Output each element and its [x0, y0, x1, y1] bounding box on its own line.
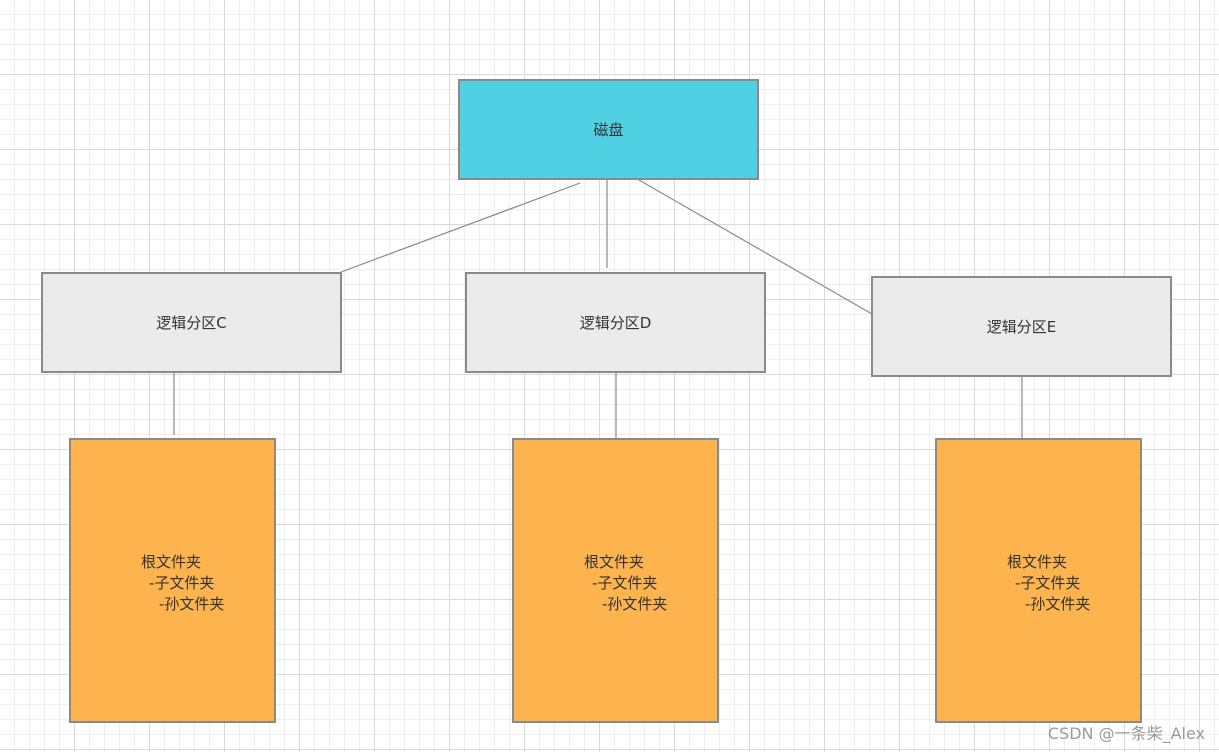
folder-d-grandchild: -孙文件夹 — [602, 595, 668, 613]
partition-d-label: 逻辑分区D — [579, 314, 652, 332]
folder-c-tree: 根文件夹 -子文件夹 -孙文件夹 — [141, 552, 224, 615]
partition-c-label: 逻辑分区C — [156, 314, 227, 332]
watermark: CSDN @一条柴_Alex — [1047, 724, 1205, 743]
folder-e-root: 根文件夹 — [1007, 553, 1068, 571]
disk-label: 磁盘 — [593, 121, 624, 139]
folder-e-grandchild: -孙文件夹 — [1025, 595, 1091, 613]
folder-e-child: -子文件夹 — [1015, 574, 1081, 592]
partition-d-node[interactable]: 逻辑分区D — [465, 272, 766, 373]
connector-disk-to-partition-c — [340, 182, 581, 273]
folder-d-child: -子文件夹 — [592, 574, 658, 592]
folder-c-node[interactable]: 根文件夹 -子文件夹 -孙文件夹 — [69, 438, 276, 723]
folder-c-grandchild: -孙文件夹 — [159, 595, 225, 613]
folder-d-root: 根文件夹 — [584, 553, 645, 571]
disk-node[interactable]: 磁盘 — [458, 79, 759, 180]
folder-c-root: 根文件夹 — [141, 553, 202, 571]
connector-disk-to-partition-e — [638, 179, 873, 315]
partition-c-node[interactable]: 逻辑分区C — [41, 272, 342, 373]
folder-d-tree: 根文件夹 -子文件夹 -孙文件夹 — [584, 552, 667, 615]
folder-e-node[interactable]: 根文件夹 -子文件夹 -孙文件夹 — [935, 438, 1142, 723]
partition-e-label: 逻辑分区E — [986, 318, 1057, 336]
partition-e-node[interactable]: 逻辑分区E — [871, 276, 1172, 377]
folder-e-tree: 根文件夹 -子文件夹 -孙文件夹 — [1007, 552, 1090, 615]
folder-d-node[interactable]: 根文件夹 -子文件夹 -孙文件夹 — [512, 438, 719, 723]
folder-c-child: -子文件夹 — [149, 574, 215, 592]
